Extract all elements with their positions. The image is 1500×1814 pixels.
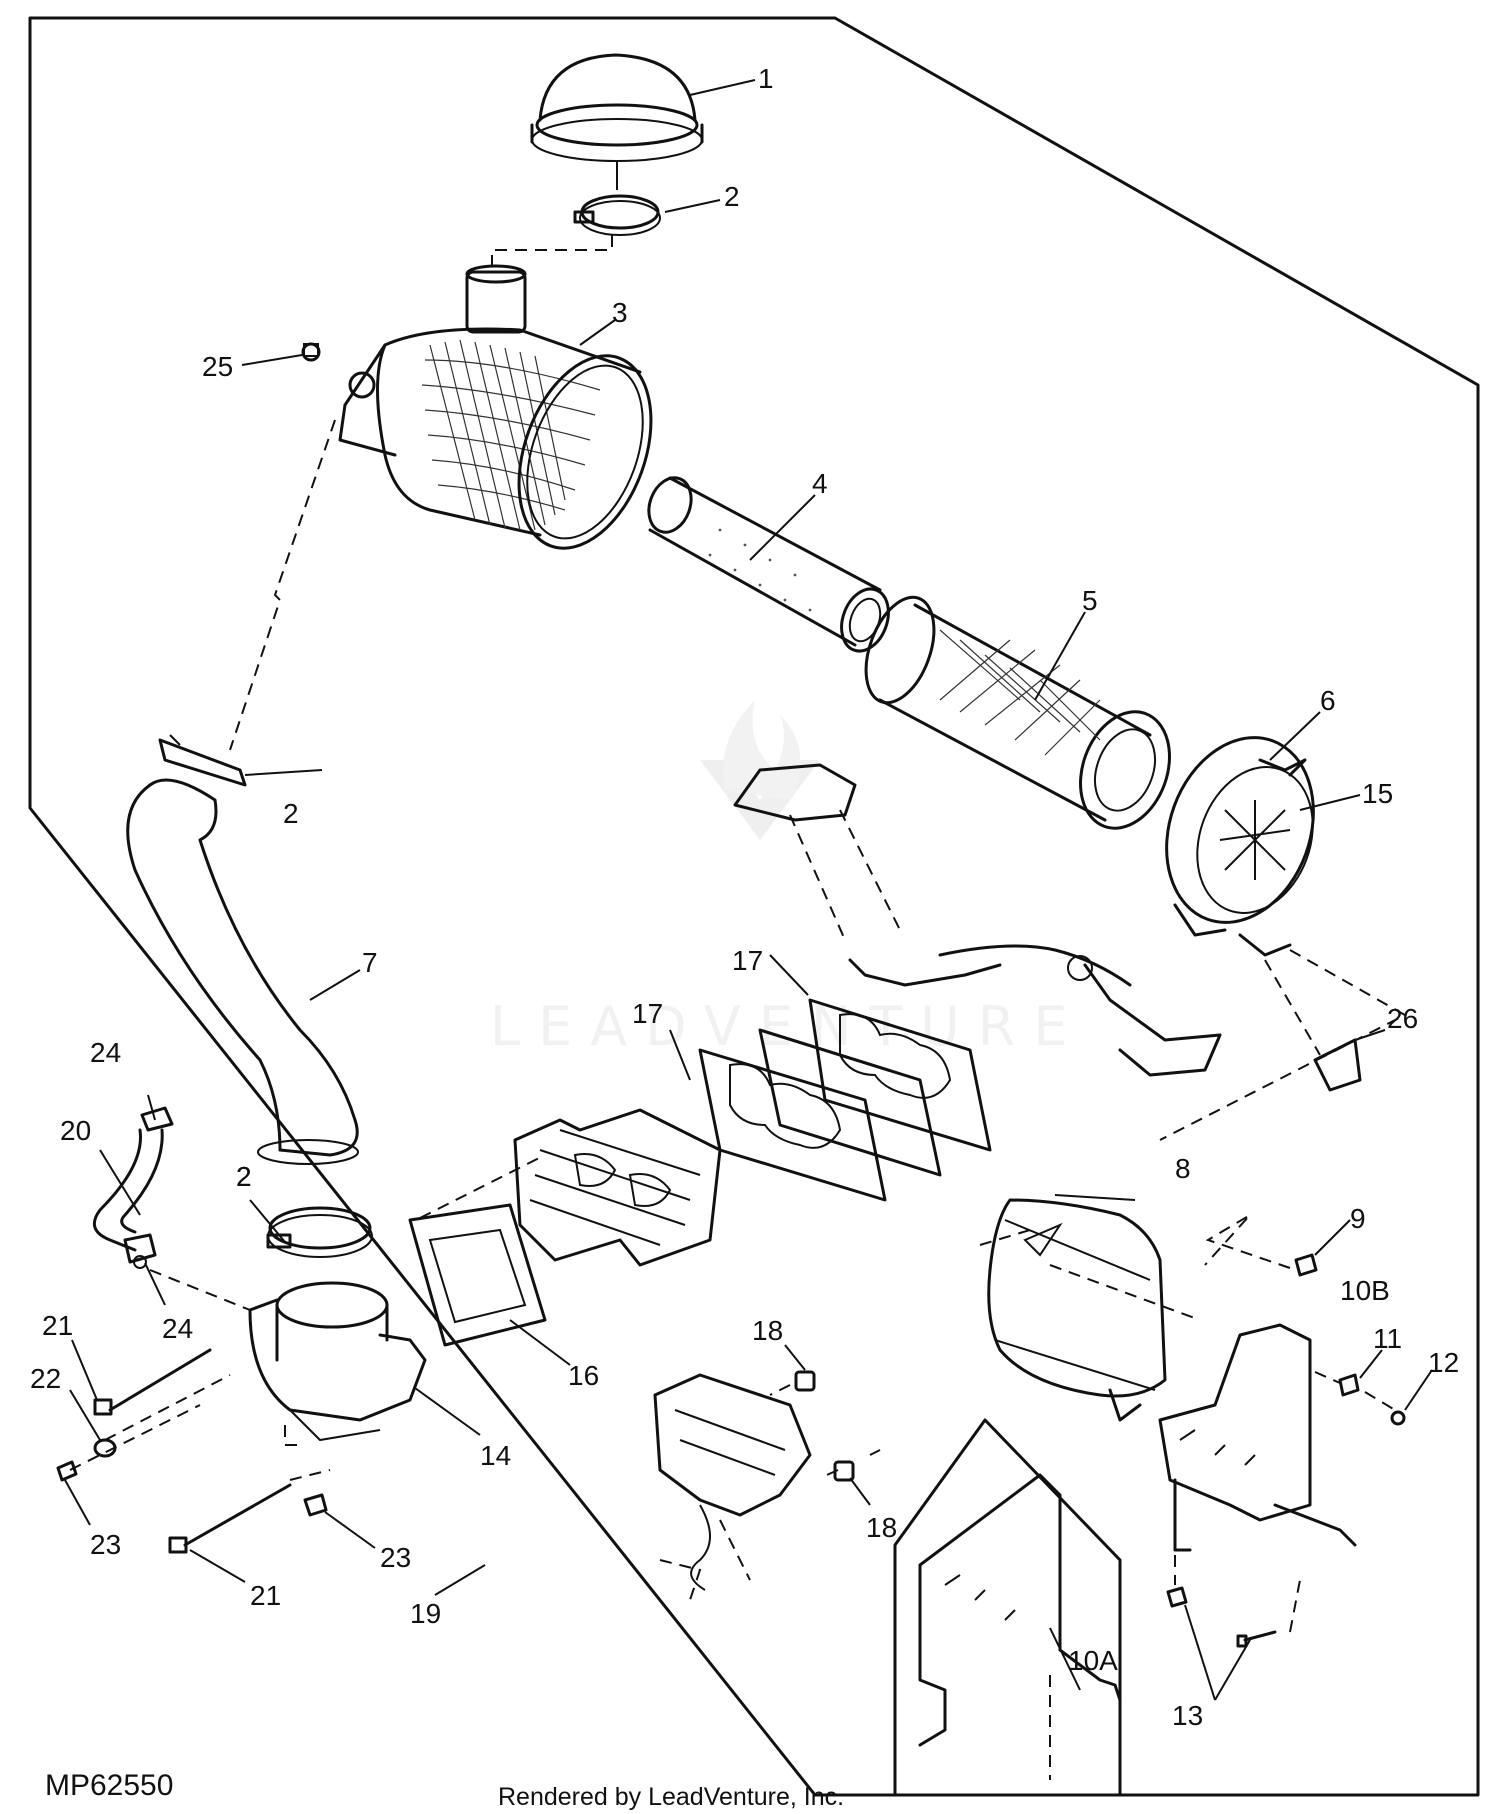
callout-15: 15 [1362,778,1393,809]
leader-lines [64,79,1433,1701]
callout-3: 3 [612,297,628,328]
part-17-gasket-lower [698,1028,942,1202]
part-24-clamp-lower [123,1233,157,1269]
leadventure-watermark: LEADVENTURE [490,700,1085,1058]
part-2-clamp-top [573,194,661,236]
part-21-bolt-upper [93,1348,212,1416]
callout-4: 4 [812,468,828,499]
callout-23-right: 23 [380,1542,411,1573]
callout-20: 20 [60,1115,91,1146]
callout-21-lower: 21 [250,1580,281,1611]
part-18-fitting-upper [794,1370,816,1392]
callout-24-lower: 24 [162,1313,193,1344]
part-5-main-filter [864,595,1171,830]
callout-13: 13 [1172,1700,1203,1731]
intake-elbow-assembly [733,763,1222,1077]
callout-18-lower: 18 [866,1512,897,1543]
part-20-breather-hose [92,1128,164,1252]
callout-labels: 1 2 2 25 3 4 5 6 15 2 17 17 26 7 24 20 2… [30,63,1459,1731]
part-16-gasket [408,1203,547,1347]
part-3-air-cleaner-housing [338,264,653,550]
callout-25: 25 [202,351,233,382]
callout-2-clamp: 2 [236,1161,252,1192]
part-4-inner-filter [647,476,890,653]
callout-18-upper: 18 [752,1315,783,1346]
callout-10a: 10A [1068,1645,1118,1676]
callout-9: 9 [1350,1203,1366,1234]
callout-5: 5 [1082,585,1098,616]
callout-19: 19 [410,1598,441,1629]
part-7-intake-hose [126,778,359,1165]
carburetor-block [513,1108,722,1267]
part-11-nut [1338,1373,1360,1397]
callout-8: 8 [1175,1153,1191,1184]
part-26-valve [1264,959,1362,1092]
callout-14: 14 [480,1440,511,1471]
callout-7: 7 [362,947,378,978]
callout-17-upper: 17 [732,945,763,976]
callout-22: 22 [30,1363,61,1394]
callout-26: 26 [1387,1003,1418,1034]
callout-11: 11 [1373,1323,1402,1354]
part-10a-inset-box [893,1418,1122,1797]
callout-2-top: 2 [724,181,740,212]
part-17-gasket-upper [808,998,992,1152]
part-25-bolt [301,342,321,362]
part-21-bolt-lower [168,1483,292,1554]
fuel-pump-block [653,1373,812,1601]
part-1-cap [530,53,704,162]
diagram-frame [28,16,1480,1797]
part-2-clamp-lower [266,1206,373,1258]
part-13-hardware [1166,1586,1277,1648]
part-14-elbow-housing [248,1281,427,1442]
part-6-clip [1258,758,1307,777]
part-15-end-cap [1165,736,1315,957]
watermark-text: LEADVENTURE [490,995,1085,1058]
part-9-clip [1294,1253,1318,1277]
callout-17-lower: 17 [632,998,663,1029]
callout-24-upper: 24 [90,1037,121,1068]
render-credit: Rendered by LeadVenture, Inc. [498,1783,844,1811]
part-23-nut-left [56,1460,78,1482]
part-8-shroud [987,1198,1167,1422]
part-23-nut-right [303,1493,328,1517]
callout-21-upper: 21 [42,1310,73,1341]
callout-1: 1 [758,63,774,94]
callout-2-lower: 2 [236,1161,252,1192]
callout-2-clip: 2 [283,798,299,829]
part-24-clamp-upper [140,1106,174,1132]
callout-12: 12 [1428,1347,1459,1378]
callout-16: 16 [568,1360,599,1391]
part-10b-bracket [1158,1323,1357,1552]
part-2-clip-mid [158,734,247,787]
callout-6: 6 [1320,685,1336,716]
part-12-nut [1390,1410,1406,1426]
callout-23-left: 23 [90,1529,121,1560]
callout-10b: 10B [1340,1275,1390,1306]
drawing-code: MP62550 [45,1769,173,1802]
